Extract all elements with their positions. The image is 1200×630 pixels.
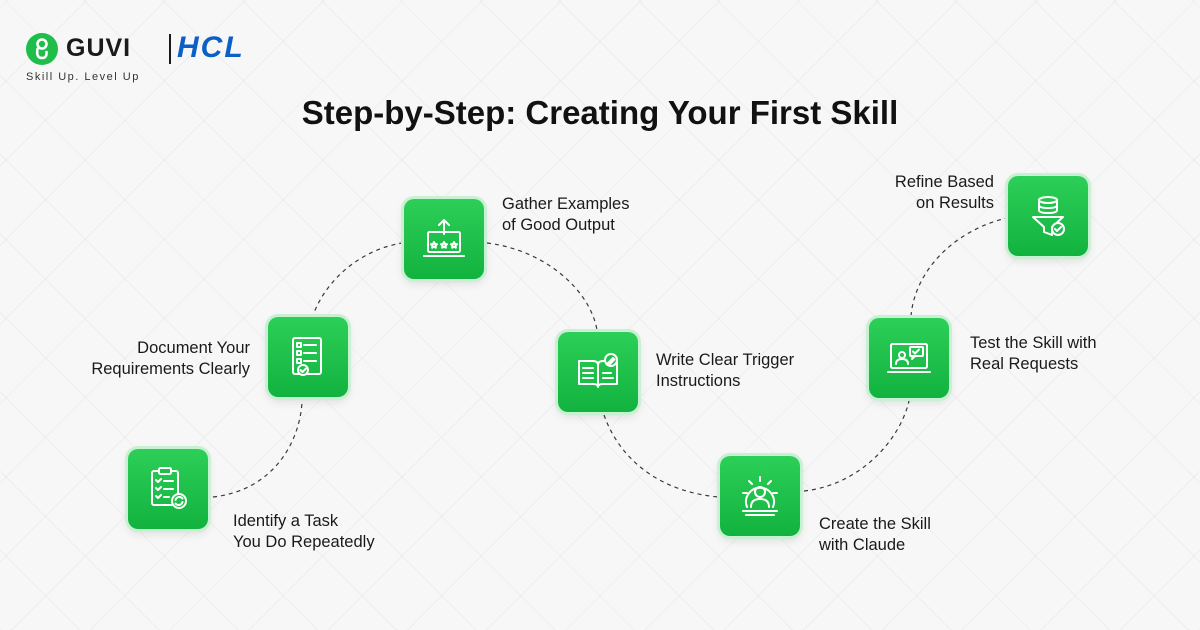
laptop-upload-stars-icon	[423, 219, 465, 257]
step-6-icon-tile	[869, 318, 949, 398]
logo-separator	[169, 34, 171, 64]
step-4-icon-tile	[558, 332, 638, 412]
database-filter-check-icon	[1032, 196, 1065, 236]
brand-tagline: Skill Up. Level Up	[26, 71, 140, 83]
open-book-pen-icon	[578, 353, 618, 388]
connector-5-6	[803, 400, 910, 492]
step-1-icon-tile	[128, 449, 208, 529]
guvi-wordmark: GUVI	[66, 34, 132, 62]
hcl-wordmark: HCL	[177, 31, 245, 64]
step-3-icon-tile	[404, 199, 484, 279]
step-4-label: Write Clear Trigger Instructions	[656, 351, 795, 390]
step-7-icon-tile	[1008, 176, 1088, 256]
page-title: Step-by-Step: Creating Your First Skill	[301, 94, 899, 131]
step-5-label: Create the Skill with Claude	[819, 515, 931, 554]
step-2-label: Document Your Requirements Clearly	[91, 339, 250, 378]
monitor-chat-user-icon	[887, 343, 931, 373]
step-5-icon-tile	[720, 456, 800, 536]
clipboard-checklist-icon	[151, 467, 187, 509]
step-6-label: Test the Skill with Real Requests	[970, 334, 1097, 373]
connector-6-7	[910, 217, 1008, 317]
step-2-icon-tile	[268, 317, 348, 397]
gear-person-icon	[742, 476, 778, 516]
step-7-label: Refine Based on Results	[894, 173, 994, 212]
document-checklist-icon	[292, 337, 322, 376]
connector-3-4	[486, 242, 598, 331]
step-1-label: Identify a Task You Do Repeatedly	[233, 512, 375, 551]
brand-logo: GUVI HCL Skill Up. Level Up	[26, 28, 326, 88]
connector-4-5	[603, 414, 720, 498]
connector-2-3	[311, 242, 403, 319]
connector-1-2	[212, 401, 303, 498]
guvi-logo-icon	[26, 33, 58, 65]
step-3-label: Gather Examples of Good Output	[502, 195, 630, 234]
